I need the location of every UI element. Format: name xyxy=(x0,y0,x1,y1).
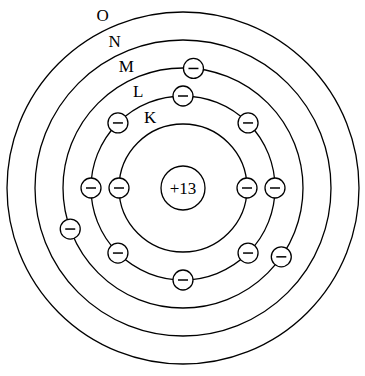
nucleus-circle: +13 xyxy=(160,165,206,211)
shell-label: L xyxy=(133,83,143,100)
electron-shell xyxy=(91,96,275,280)
electron-circle xyxy=(173,270,193,290)
shell-label: N xyxy=(108,33,120,50)
shell-label: K xyxy=(144,109,156,126)
minus-sign xyxy=(178,279,188,281)
electron xyxy=(173,86,193,106)
minus-sign xyxy=(242,187,252,189)
electron xyxy=(237,178,257,198)
electron xyxy=(108,243,128,263)
electron xyxy=(238,243,258,263)
shell-label: O xyxy=(97,7,109,24)
electron-shell xyxy=(119,124,247,252)
minus-sign xyxy=(86,187,96,189)
electron-circle xyxy=(109,178,129,198)
minus-sign xyxy=(243,122,253,124)
minus-sign xyxy=(188,68,198,70)
minus-sign xyxy=(276,256,286,258)
electron xyxy=(109,178,129,198)
electron-circle xyxy=(265,178,285,198)
shell-label: M xyxy=(119,58,134,75)
nucleus-charge: +13 xyxy=(170,180,197,197)
electron-circle xyxy=(81,178,101,198)
electron xyxy=(271,247,291,267)
electron xyxy=(108,113,128,133)
electron xyxy=(81,178,101,198)
minus-sign xyxy=(65,228,75,230)
electron-circle xyxy=(238,243,258,263)
minus-sign xyxy=(178,95,188,97)
electron-shell xyxy=(7,12,359,364)
electron-circle xyxy=(60,219,80,239)
electron xyxy=(173,270,193,290)
minus-sign xyxy=(243,252,253,254)
electron xyxy=(60,219,80,239)
minus-sign xyxy=(113,252,123,254)
electron-circle xyxy=(271,247,291,267)
electron xyxy=(265,178,285,198)
electron xyxy=(238,113,258,133)
electron-circle xyxy=(183,58,203,78)
electron xyxy=(183,58,203,78)
electron-shell xyxy=(35,40,331,336)
electron-shell xyxy=(63,68,303,308)
minus-sign xyxy=(114,187,124,189)
minus-sign xyxy=(270,187,280,189)
electron-circle xyxy=(108,243,128,263)
electron-circle xyxy=(108,113,128,133)
electron-circle xyxy=(173,86,193,106)
electron-circle xyxy=(238,113,258,133)
nucleus-ring xyxy=(161,166,205,210)
electron-circle xyxy=(237,178,257,198)
minus-sign xyxy=(113,122,123,124)
